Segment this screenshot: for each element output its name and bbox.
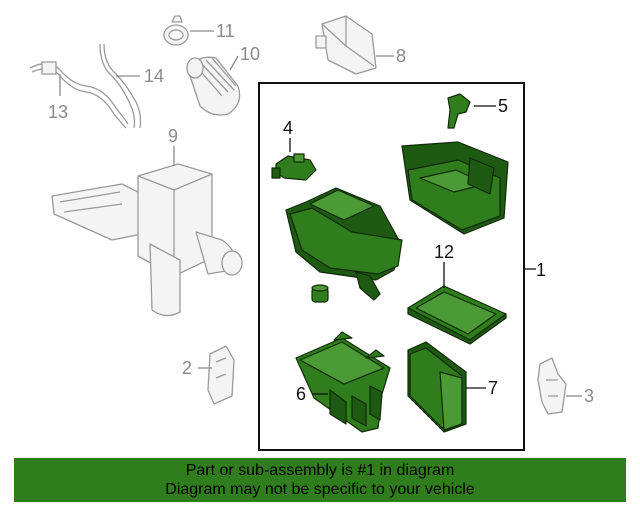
callout-10[interactable]: 10 — [240, 44, 260, 64]
bracket-2[interactable] — [207, 345, 235, 405]
hose-10[interactable] — [186, 56, 241, 116]
callout-7[interactable]: 7 — [488, 378, 498, 398]
hose-14[interactable] — [99, 43, 142, 129]
grommet[interactable] — [311, 284, 329, 303]
hose-13[interactable] — [29, 61, 129, 129]
callout-9[interactable]: 9 — [168, 126, 178, 146]
clip-5[interactable] — [447, 93, 471, 129]
filter-7[interactable] — [407, 341, 467, 433]
callout-3[interactable]: 3 — [584, 386, 594, 406]
air-cleaner-cover[interactable] — [401, 141, 509, 235]
intake-duct-9[interactable] — [51, 163, 243, 317]
callout-13[interactable]: 13 — [48, 102, 68, 122]
bracket-3[interactable] — [537, 357, 567, 415]
sensor-4[interactable] — [271, 153, 317, 181]
footer-banner: Part or sub-assembly is #1 in diagram Di… — [14, 458, 626, 502]
callout-11[interactable]: 11 — [216, 21, 235, 41]
callout-8[interactable]: 8 — [396, 46, 406, 66]
callout-6[interactable]: 6 — [296, 384, 306, 404]
resonator-8[interactable] — [315, 15, 377, 75]
duct-6[interactable] — [295, 331, 391, 433]
air-cleaner-body[interactable] — [285, 187, 403, 301]
callout-12[interactable]: 12 — [434, 242, 454, 262]
callout-4[interactable]: 4 — [283, 118, 293, 138]
callout-5[interactable]: 5 — [498, 96, 508, 116]
parts-diagram: 1 11 10 8 14 13 — [29, 15, 594, 451]
assembly-1-frame[interactable] — [258, 82, 525, 451]
footer-line-1: Part or sub-assembly is #1 in diagram — [185, 462, 455, 479]
filter-element-12[interactable] — [407, 285, 507, 345]
callout-1[interactable]: 1 — [536, 260, 546, 280]
clamp-11[interactable] — [163, 15, 189, 46]
callout-2[interactable]: 2 — [182, 358, 192, 378]
footer-line-2: Diagram may not be specific to your vehi… — [165, 481, 475, 498]
callout-14[interactable]: 14 — [144, 66, 164, 86]
